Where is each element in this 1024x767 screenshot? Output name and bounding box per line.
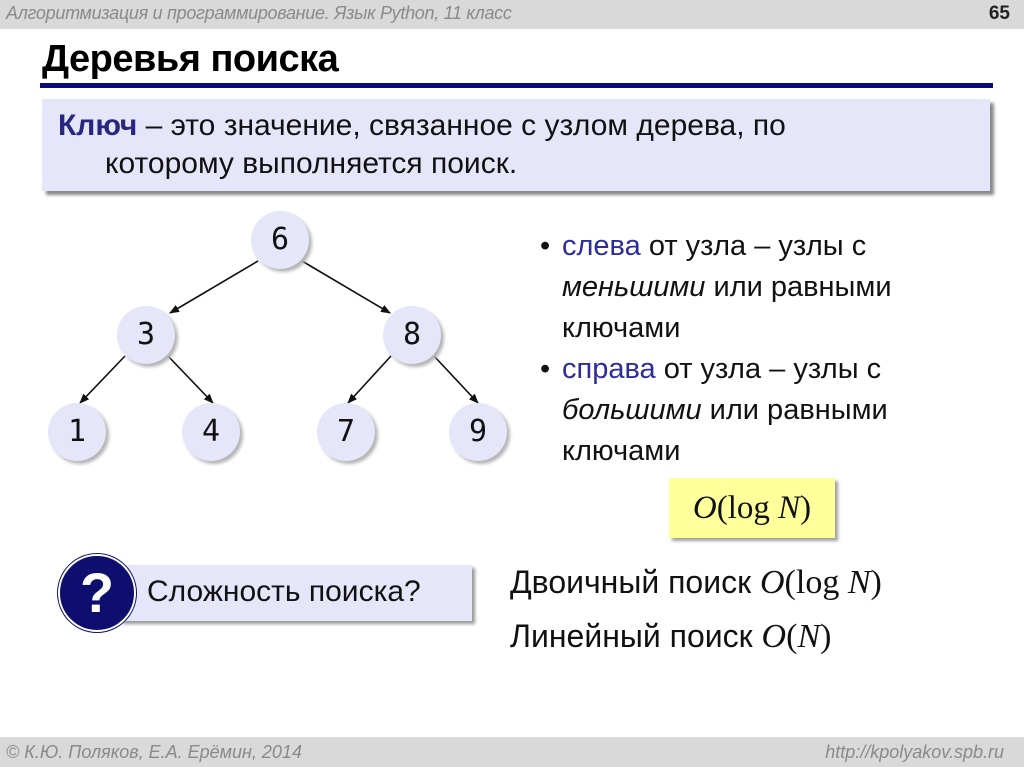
bullet-text: или равными [705,271,892,303]
bullet-highlight: справа [562,353,656,385]
linear-search-complexity: Линейный поиск O(N) [510,618,831,656]
math-N: N [847,564,871,601]
question-box[interactable]: Сложность поиска? [120,565,472,621]
bullet-text: от узла – узлы с [640,230,867,262]
bullet-italic: меньшими [562,271,706,303]
math-open: ( [786,618,798,655]
header-bar: Алгоритмизация и программирование. Язык … [0,0,1024,29]
math-close: ) [800,490,812,526]
bullet-right: • справа от узла – узлы с большими или ра… [540,349,980,472]
math-close: ) [870,564,882,601]
bullet-list: • слева от узла – узлы с меньшими или рав… [540,226,980,472]
tree-node-1: 1 [48,403,106,461]
complexity-box: O(log N) [669,478,835,538]
tree-node-9: 9 [449,403,507,461]
tree-node-3: 3 [117,306,175,364]
comparison-label: Линейный поиск [510,618,762,654]
tree-node-4: 4 [182,403,240,461]
tree-node-8: 8 [383,306,441,364]
edge-3-1 [79,355,126,404]
math-O: O [692,490,717,526]
definition-text: – это значение, связанное с узлом дерева… [137,109,786,142]
bullet-dot: • [540,230,551,262]
binary-search-complexity: Двоичный поиск O(log N) [510,564,882,602]
course-title: Алгоритмизация и программирование. Язык … [6,3,512,23]
edge-3-4 [167,355,214,404]
footer-url[interactable]: http://kpolyakov.spb.ru [825,742,1004,762]
math-open: (log [716,490,779,526]
definition-line-2: которому выполняется поиск. [105,147,518,180]
math-O: O [759,564,785,601]
question-text: Сложность поиска? [147,575,421,608]
question-icon[interactable]: ? [58,554,136,632]
bullet-text: ключами [562,435,681,467]
title-underline [40,83,993,88]
math-N: N [797,618,821,655]
math-O: O [761,618,787,655]
bullet-italic: большими [562,394,702,426]
math-close: ) [820,618,832,655]
tree-node-6: 6 [251,211,309,269]
footer-authors: © К.Ю. Поляков, Е.А. Ерёмин, 2014 [6,742,302,762]
math-N: N [778,490,801,526]
definition-box: Ключ – это значение, связанное с узлом д… [42,99,990,191]
comparison-math: O(N) [762,618,832,655]
edge-6-8 [301,260,391,314]
bullet-text: или равными [701,394,888,426]
bullet-left: • слева от узла – узлы с меньшими или рав… [540,226,980,349]
comparison-math: O(log N) [760,564,882,601]
slide-title: Деревья поиска [42,38,339,80]
footer-bar: © К.Ю. Поляков, Е.А. Ерёмин, 2014 http:/… [0,737,1024,767]
definition-line-1: Ключ – это значение, связанное с узлом д… [58,109,786,143]
bullet-text: ключами [562,312,681,344]
bullet-dot: • [540,353,551,385]
math-open: (log [784,564,848,601]
edge-8-9 [433,355,479,404]
comparison-label: Двоичный поиск [510,564,760,600]
edge-8-7 [347,355,392,404]
tree-node-7: 7 [317,403,375,461]
page-number: 65 [988,3,1010,24]
bullet-highlight: слева [562,230,641,262]
bullet-text: от узла – узлы с [655,353,882,385]
edge-6-3 [169,260,259,314]
definition-term: Ключ [58,109,138,142]
